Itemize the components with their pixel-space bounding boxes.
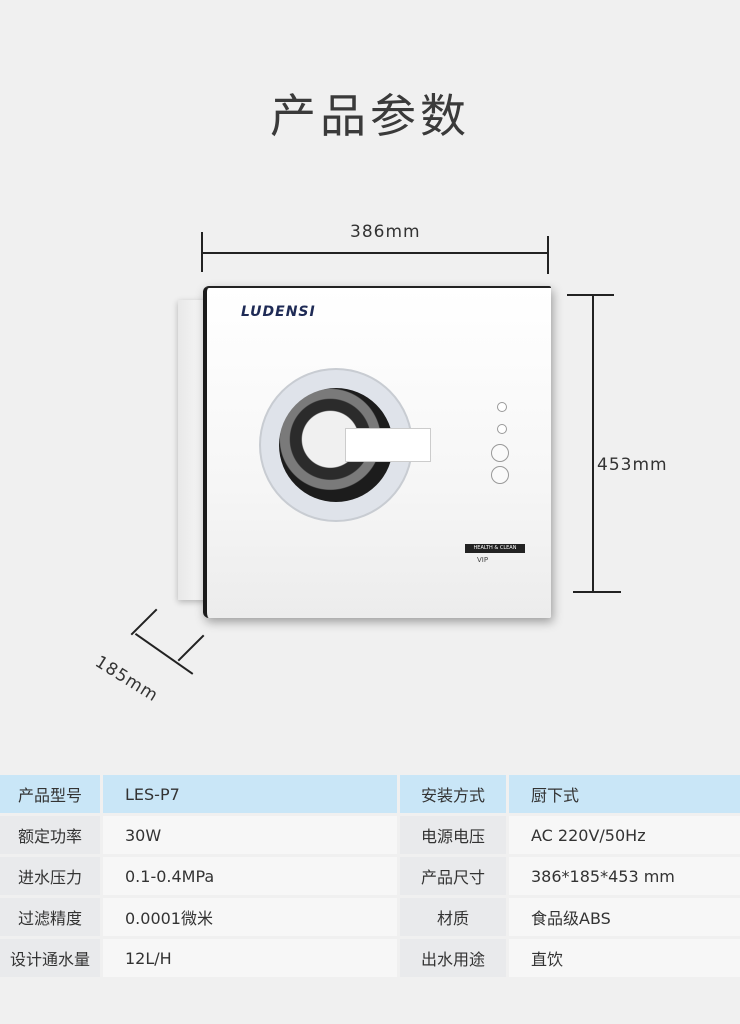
spec-label: 出水用途	[397, 939, 506, 977]
indicator-light-2	[497, 424, 507, 434]
spec-value: 386*185*453 mm	[506, 857, 740, 895]
spec-label: 安装方式	[397, 775, 506, 813]
vip-badge: VIP	[477, 556, 489, 564]
device-front-panel: LUDENSI HEALTH & CLEAN VIP	[203, 286, 551, 618]
spec-label: 设计通水量	[0, 939, 100, 977]
spec-value: 厨下式	[506, 775, 740, 813]
spec-label: 产品尺寸	[397, 857, 506, 895]
height-line	[592, 294, 594, 592]
depth-tick-bottom	[177, 634, 205, 662]
spec-value: 0.1-0.4MPa	[100, 857, 397, 895]
indicator-light-1	[497, 402, 507, 412]
spec-value: 食品级ABS	[506, 898, 740, 936]
height-tick-top	[567, 294, 614, 296]
depth-label: 185mm	[91, 652, 162, 707]
brand-logo: LUDENSI	[241, 304, 316, 320]
product-label-card	[345, 428, 431, 462]
height-label: 453mm	[597, 455, 668, 475]
spec-label: 产品型号	[0, 775, 100, 813]
spec-value: 30W	[100, 816, 397, 854]
width-tick-left	[201, 232, 203, 272]
width-line	[202, 252, 549, 254]
spec-label: 材质	[397, 898, 506, 936]
health-badge: HEALTH & CLEAN	[465, 544, 525, 553]
spec-value: AC 220V/50Hz	[506, 816, 740, 854]
control-button-1	[491, 444, 509, 462]
spec-label: 额定功率	[0, 816, 100, 854]
height-tick-bottom	[573, 591, 621, 593]
spec-value: LES-P7	[100, 775, 397, 813]
spec-label: 进水压力	[0, 857, 100, 895]
spec-label: 过滤精度	[0, 898, 100, 936]
width-tick-right	[547, 236, 549, 274]
spec-value: 直饮	[506, 939, 740, 977]
control-button-2	[491, 466, 509, 484]
page-title: 产品参数	[270, 89, 470, 143]
depth-tick-top	[130, 608, 158, 636]
spec-value: 0.0001微米	[100, 898, 397, 936]
width-label: 386mm	[350, 222, 421, 242]
spec-value: 12L/H	[100, 939, 397, 977]
spec-label: 电源电压	[397, 816, 506, 854]
